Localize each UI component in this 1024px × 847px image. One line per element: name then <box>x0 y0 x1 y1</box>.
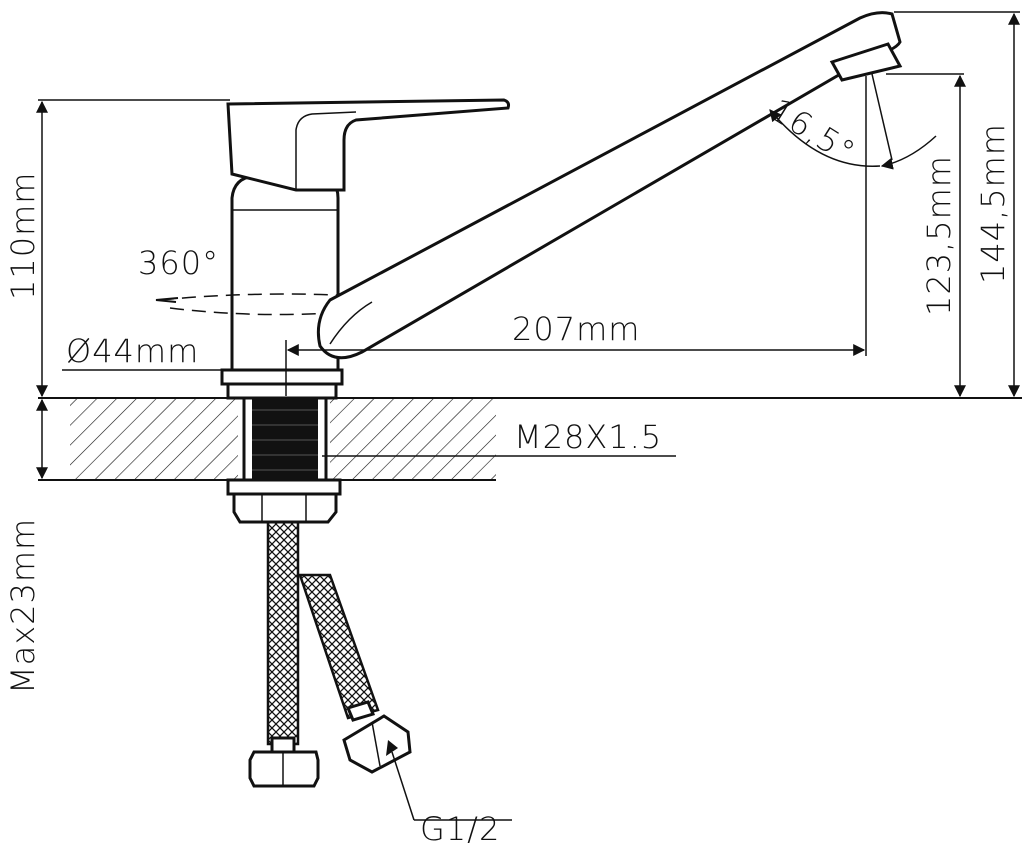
max-thickness-label: Max23mm <box>4 518 42 694</box>
rotation-label: 360° <box>138 244 219 282</box>
height-body-label: 110mm <box>4 172 42 300</box>
height-outlet-label: 123,5mm <box>920 155 958 316</box>
dimension-reach: 207mm <box>286 76 867 356</box>
dimension-diameter: Ø44mm <box>62 332 287 396</box>
dimension-max-thickness: Max23mm <box>4 398 48 694</box>
hose-nut-right <box>342 700 412 774</box>
connection-callout: G1/2 <box>386 740 512 847</box>
lever-handle <box>226 98 510 192</box>
thread-callout: M28X1.5 <box>322 418 676 457</box>
height-total-label: 144,5mm <box>974 123 1012 284</box>
mounting-nut <box>226 478 342 524</box>
connection-label: G1/2 <box>420 810 500 847</box>
dimension-height-body: 110mm <box>4 99 230 398</box>
diameter-label: Ø44mm <box>66 332 199 370</box>
spout <box>316 11 903 360</box>
threaded-shank <box>242 396 328 482</box>
base-flange <box>220 368 344 400</box>
hose-nut-left <box>248 736 320 788</box>
flexible-hoses <box>266 520 380 746</box>
angle-label: 16,5° <box>764 91 862 172</box>
dimension-height-total: 144,5mm <box>894 11 1020 398</box>
reach-label: 207mm <box>512 310 640 348</box>
thread-label: M28X1.5 <box>514 418 662 456</box>
dimension-height-outlet: 123,5mm <box>886 73 966 398</box>
